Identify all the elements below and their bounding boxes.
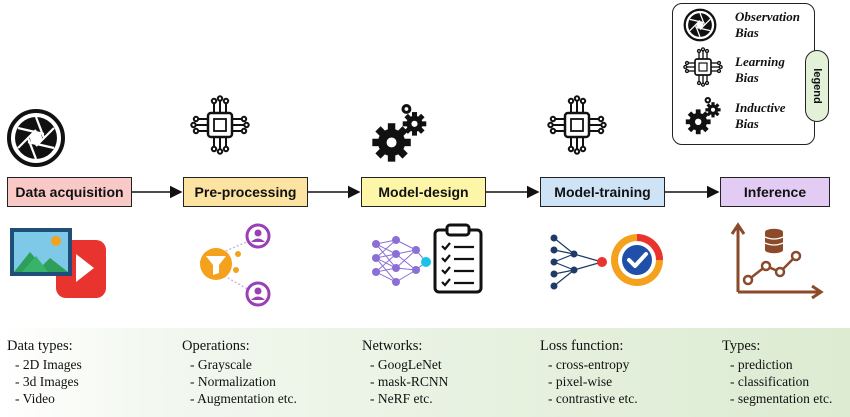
stage-data-acquisition: Data acquisition	[7, 177, 132, 207]
details-networks: Networks: GoogLeNet mask-RCNN NeRF etc.	[362, 338, 448, 407]
details-heading: Networks:	[362, 338, 423, 354]
details-item: prediction	[722, 356, 832, 373]
details-item: NeRF etc.	[362, 390, 448, 407]
details-item: 3d Images	[7, 373, 82, 390]
neural-network-icon	[372, 236, 431, 286]
chip-icon	[547, 95, 607, 155]
details-item: classification	[722, 373, 832, 390]
legend-tab: legend	[805, 50, 829, 122]
filter-users-icon	[199, 223, 271, 307]
details-item: 2D Images	[7, 356, 82, 373]
stage-pre-processing: Pre-processing	[183, 177, 308, 207]
details-item: Video	[7, 390, 82, 407]
details-heading: Types:	[722, 338, 761, 354]
stage-inference: Inference	[720, 177, 830, 207]
gears-icon	[372, 104, 427, 162]
details-heading: Operations:	[182, 338, 250, 354]
target-check-icon	[611, 234, 663, 286]
chip-icon	[683, 47, 723, 87]
details-item: Grayscale	[182, 356, 297, 373]
details-types: Types: prediction classification segment…	[722, 338, 832, 407]
aperture-icon	[683, 8, 717, 42]
legend-label-learning: Learning Bias	[735, 54, 785, 85]
chip-icon	[190, 95, 250, 155]
details-item: mask-RCNN	[362, 373, 449, 390]
legend-label-observation: Observation Bias	[735, 9, 800, 40]
details-item: pixel-wise	[540, 373, 638, 390]
loss-convergence-icon	[550, 234, 607, 290]
details-data-types: Data types: 2D Images 3d Images Video	[7, 338, 82, 407]
details-loss-function: Loss function: cross-entropy pixel-wise …	[540, 338, 638, 407]
aperture-icon	[7, 109, 65, 167]
stage-model-design: Model-design	[361, 177, 486, 207]
details-item: GoogLeNet	[362, 356, 448, 373]
details-item: Normalization	[182, 373, 297, 390]
details-heading: Loss function:	[540, 338, 624, 354]
clipboard-checklist-icon	[433, 223, 483, 294]
details-item: contrastive etc.	[540, 390, 638, 407]
details-operations: Operations: Grayscale Normalization Augm…	[182, 338, 297, 407]
image-video-icon	[10, 228, 106, 298]
details-heading: Data types:	[7, 338, 73, 354]
details-item: cross-entropy	[540, 356, 638, 373]
details-item: segmentation etc.	[722, 390, 832, 407]
stage-model-training: Model-training	[540, 177, 665, 207]
legend-label-inductive: Inductive Bias	[735, 100, 786, 131]
details-item: Augmentation etc.	[182, 390, 297, 407]
prediction-chart-icon	[730, 222, 824, 300]
gears-icon	[685, 97, 721, 135]
